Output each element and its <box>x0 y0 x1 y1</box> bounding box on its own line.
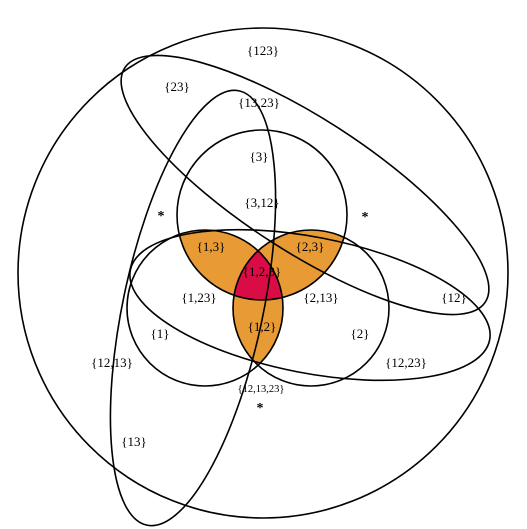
region-1-3 <box>177 230 283 300</box>
label-23: {23} <box>164 79 189 94</box>
label-1-23: {1,23} <box>181 290 216 305</box>
region-2-3 <box>233 230 347 300</box>
label-1-2-3: {1,2,3} <box>243 264 281 279</box>
star-marker-bottom: * <box>257 401 264 416</box>
label-13-23: {13,23} <box>238 95 280 110</box>
label-2-13: {2,13} <box>303 290 338 305</box>
label-12-13: {12,13} <box>91 355 133 370</box>
label-3-12: {3,12} <box>244 195 279 210</box>
circle-3-outline <box>176 129 348 301</box>
ellipse-13 <box>109 89 277 527</box>
label-3: {3} <box>250 149 269 164</box>
label-13: {13} <box>121 434 146 449</box>
label-12-13-23: {12,13,23} <box>238 384 285 395</box>
label-1-3: {1,3} <box>197 239 226 254</box>
label-2: {2} <box>351 326 370 341</box>
label-123: {123} <box>247 43 279 58</box>
circle-1-outline <box>126 229 284 387</box>
label-12-23: {12,23} <box>385 355 427 370</box>
star-marker-right: * <box>362 210 369 225</box>
ellipse-12 <box>129 228 491 382</box>
outer-circle <box>17 27 509 519</box>
star-marker-left: * <box>158 209 165 224</box>
label-1: {1} <box>151 326 170 341</box>
label-12: {12} <box>441 290 466 305</box>
label-1-2: {1,2} <box>248 319 277 334</box>
ellipse-23 <box>120 54 490 316</box>
label-2-3: {2,3} <box>296 239 325 254</box>
circle-2-outline <box>232 229 390 387</box>
